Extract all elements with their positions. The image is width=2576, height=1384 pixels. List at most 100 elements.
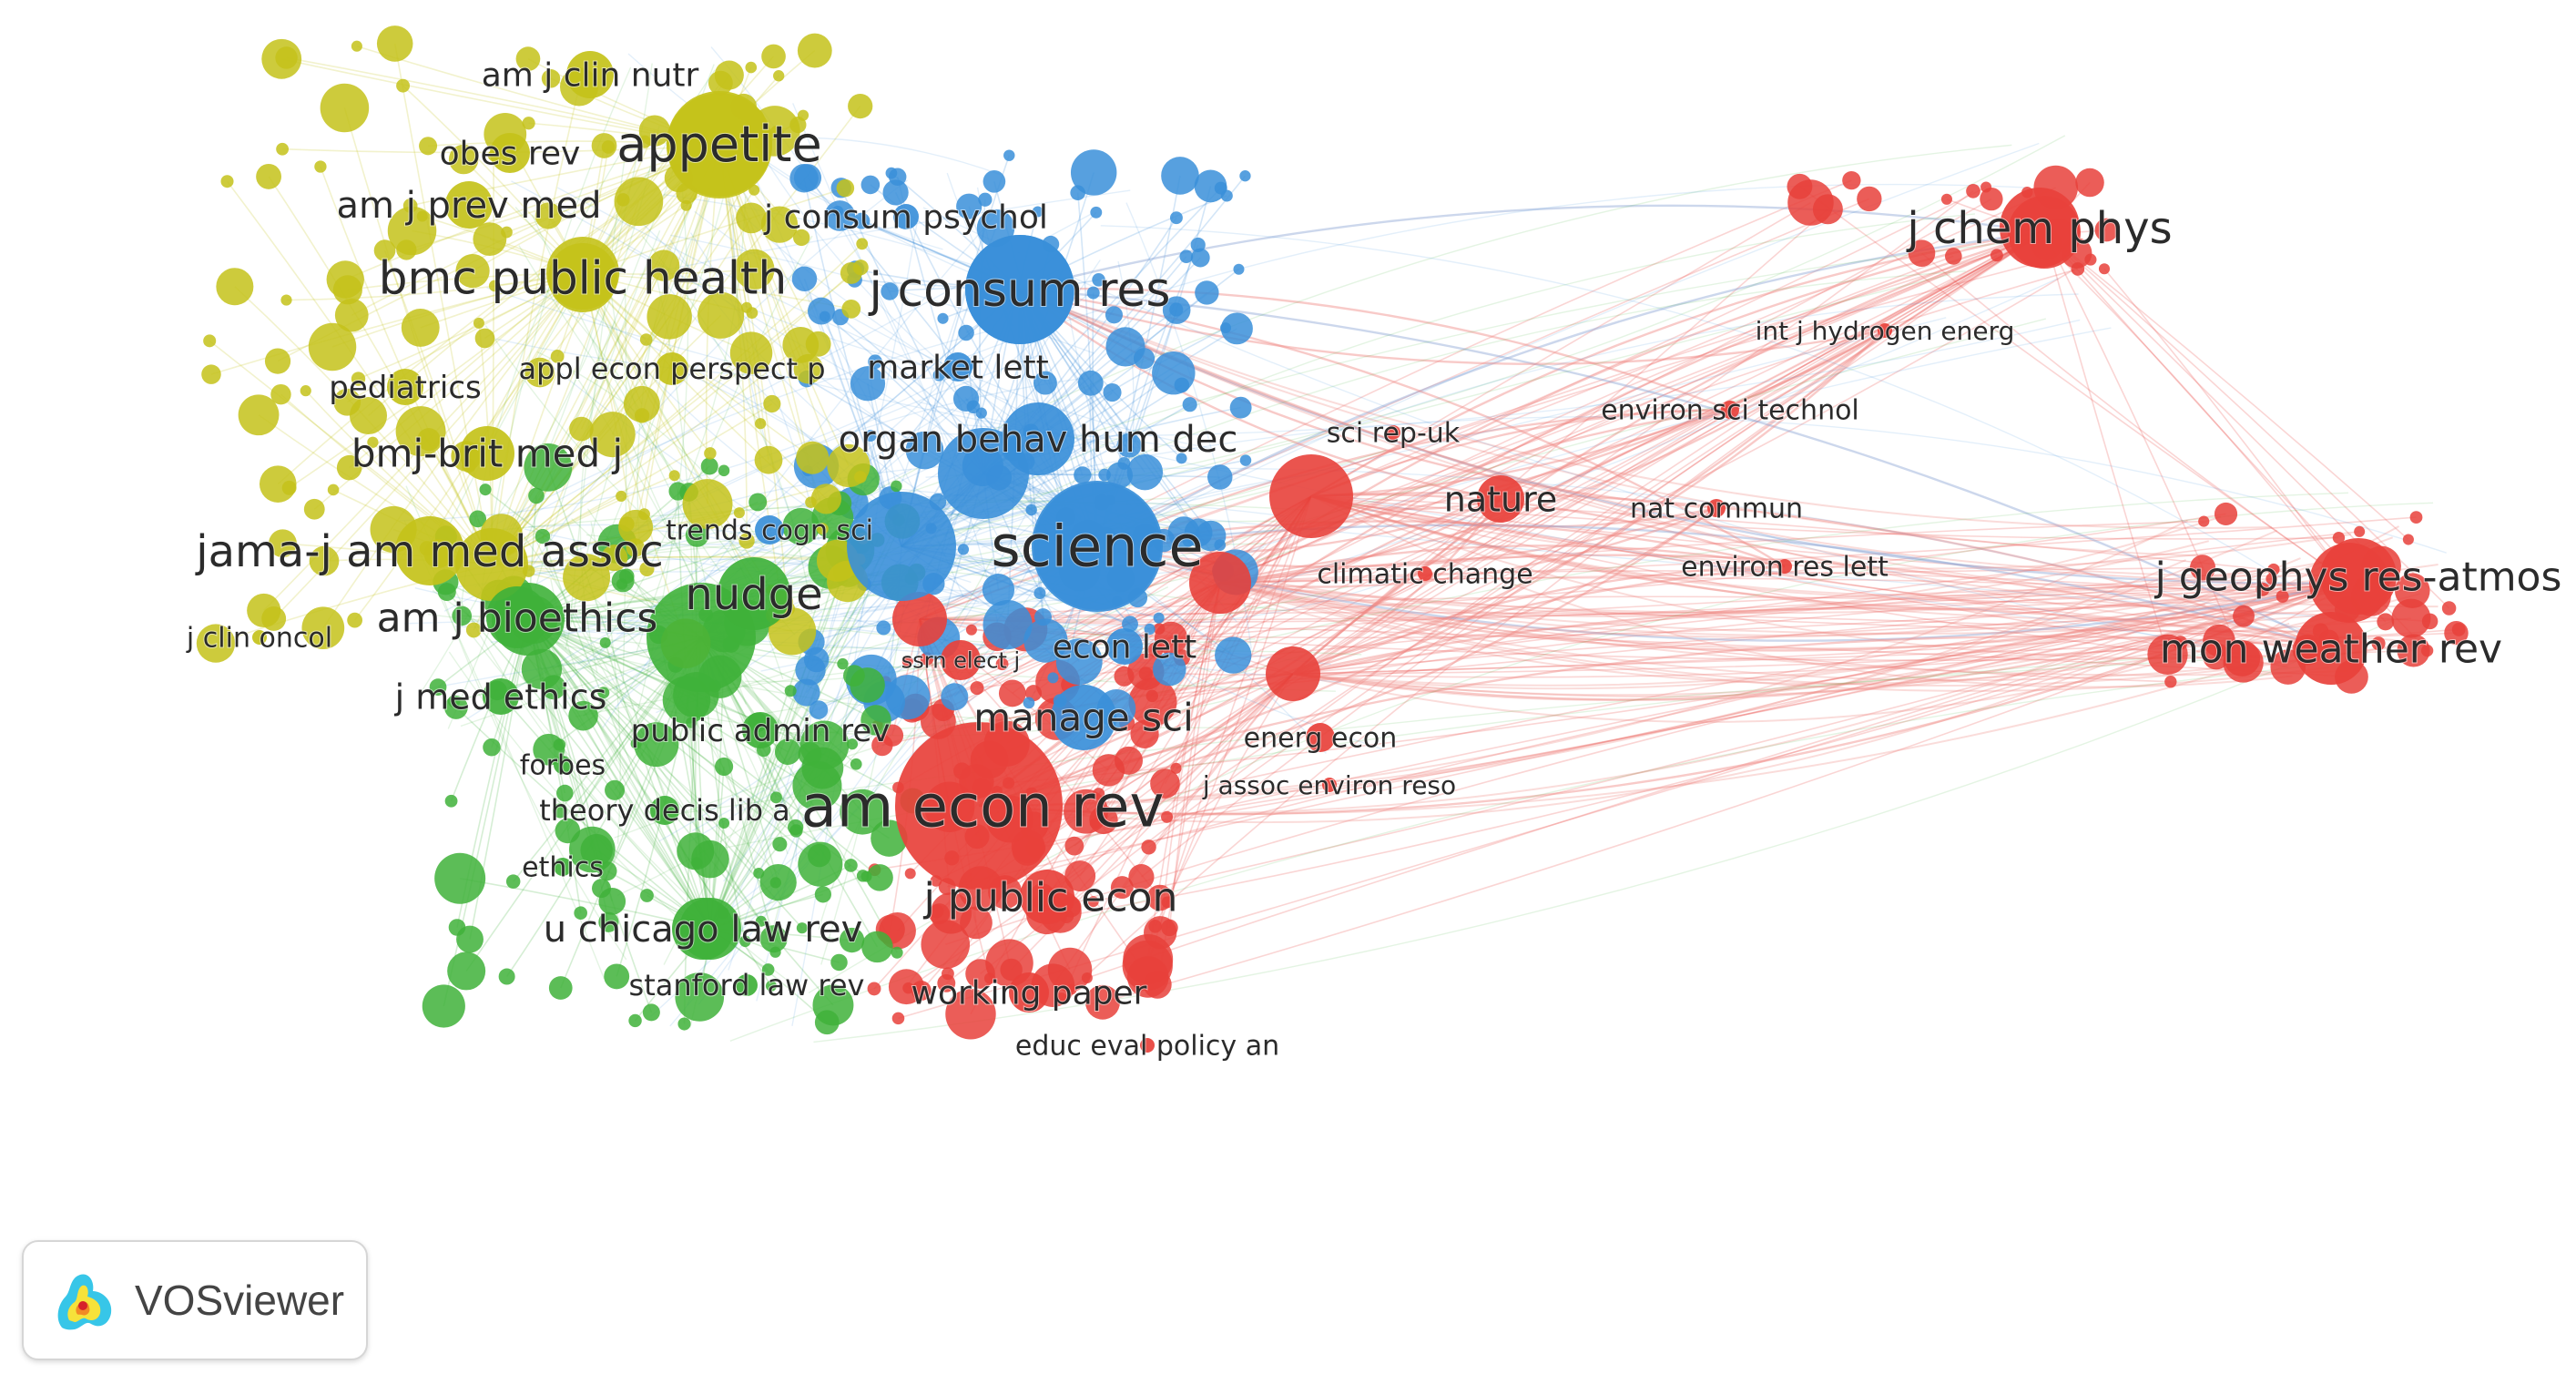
- node-ethics: [554, 858, 572, 876]
- network-node: [1182, 397, 1197, 412]
- network-node: [473, 317, 484, 329]
- link: [2043, 231, 2169, 656]
- long-link: [1310, 495, 2385, 599]
- link: [1219, 198, 1992, 584]
- network-node: [754, 445, 783, 474]
- link: [351, 145, 720, 316]
- network-node: [2397, 634, 2430, 667]
- network-node: [634, 408, 650, 423]
- network-node: [568, 826, 616, 873]
- link: [1292, 628, 2459, 675]
- network-node: [479, 483, 492, 496]
- link: [901, 155, 1011, 547]
- network-node: [1114, 746, 1144, 775]
- link: [289, 272, 584, 489]
- network-node: [830, 953, 848, 972]
- network-node: [1233, 263, 1245, 275]
- node-organ-behav-hum-dec: [1002, 402, 1074, 475]
- network-node: [522, 117, 535, 130]
- network-node: [535, 528, 551, 544]
- network-node: [668, 470, 680, 482]
- network-node: [555, 818, 581, 844]
- link: [689, 232, 820, 541]
- network-node: [488, 280, 501, 292]
- node-label-bmc-public-health: bmc public health: [379, 252, 787, 305]
- long-link: [1219, 554, 2332, 650]
- link: [518, 245, 782, 601]
- long-link: [1292, 557, 2301, 701]
- network-node: [1908, 239, 1936, 267]
- network-node: [941, 683, 969, 711]
- link: [455, 707, 711, 930]
- node-label-u-chicago-law-rev: u chicago law rev: [544, 909, 863, 951]
- network-node: [201, 364, 221, 384]
- node-label-organ-behav-hum-dec: organ behav hum dec: [839, 419, 1238, 461]
- network-node: [682, 479, 733, 530]
- long-link: [1310, 492, 2332, 650]
- link: [527, 618, 881, 879]
- long-link: [1292, 565, 1786, 676]
- link: [687, 260, 1101, 1006]
- link: [582, 272, 811, 504]
- network-node: [2394, 573, 2430, 609]
- network-node: [864, 429, 877, 443]
- network-node: [970, 681, 984, 696]
- network-node: [598, 911, 619, 932]
- network-node: [1138, 667, 1153, 681]
- network-node: [905, 431, 944, 470]
- node-label-educ-eval-policy-an: educ eval policy an: [1015, 1031, 1279, 1063]
- network-node: [814, 886, 831, 903]
- node-label-obes-rev: obes rev: [440, 136, 581, 173]
- long-link: [978, 529, 2278, 807]
- long-link: [1096, 545, 2205, 636]
- long-link: [1292, 536, 2394, 690]
- network-node: [871, 734, 893, 757]
- network-node: [552, 803, 568, 819]
- network-node: [474, 328, 495, 349]
- network-node: [816, 523, 829, 535]
- long-link: [1310, 495, 2278, 660]
- network-node: [787, 819, 804, 836]
- link: [226, 180, 493, 565]
- network-node: [891, 1012, 905, 1025]
- network-node: [792, 678, 820, 707]
- network-node: [753, 867, 765, 879]
- link: [1798, 186, 2350, 584]
- network-node: [548, 976, 573, 1000]
- network-node: [982, 574, 1015, 606]
- network-node: [238, 394, 280, 436]
- long-link: [1292, 593, 2421, 697]
- link: [604, 642, 711, 930]
- network-node: [942, 967, 954, 981]
- network-node: [455, 528, 528, 601]
- link: [491, 402, 773, 565]
- network-node: [932, 369, 945, 382]
- network-node: [347, 612, 363, 628]
- node-label-environ-res-lett: environ res lett: [1681, 552, 1889, 584]
- node-label-forbes: forbes: [520, 750, 606, 782]
- long-link: [1019, 287, 1731, 412]
- network-node: [1153, 612, 1165, 624]
- link: [496, 689, 711, 930]
- network-node: [1047, 672, 1059, 684]
- long-link: [978, 663, 2253, 816]
- long-link: [978, 635, 2332, 808]
- network-node: [1126, 453, 1164, 491]
- long-link: [1219, 582, 2331, 650]
- network-node: [796, 922, 808, 934]
- network-node: [524, 357, 555, 388]
- network-node: [276, 142, 289, 156]
- link: [542, 535, 711, 930]
- network-node: [309, 545, 340, 576]
- node-public-admin-rev: [742, 712, 779, 748]
- long-link: [1019, 289, 2439, 608]
- network-node: [837, 657, 849, 670]
- network-node: [1130, 719, 1159, 748]
- network-node: [1152, 652, 1186, 687]
- network-node: [1070, 149, 1117, 196]
- network-node: [334, 298, 369, 332]
- link: [1219, 576, 2371, 597]
- link: [1292, 259, 2092, 675]
